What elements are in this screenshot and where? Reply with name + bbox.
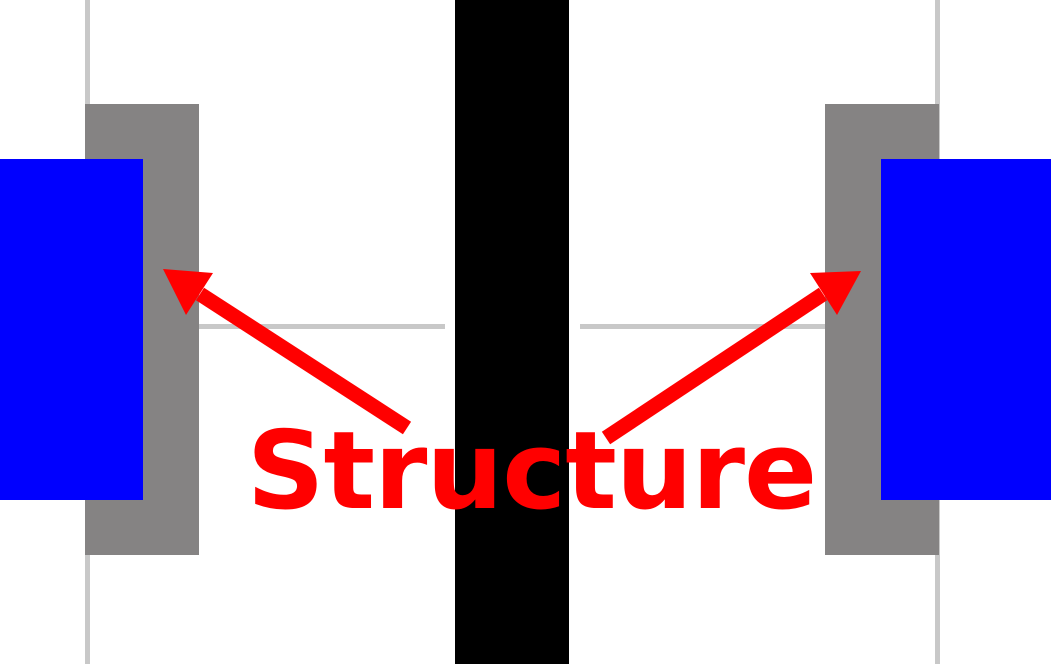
blue-block-right	[881, 159, 1051, 500]
grid-line-horizontal-right	[580, 324, 827, 329]
grid-line-horizontal-left	[196, 324, 445, 329]
structure-label: Structure	[246, 409, 818, 534]
arrow-left	[163, 269, 412, 435]
arrow-right	[601, 271, 861, 445]
center-bar	[455, 0, 569, 664]
blue-block-left	[0, 159, 143, 500]
